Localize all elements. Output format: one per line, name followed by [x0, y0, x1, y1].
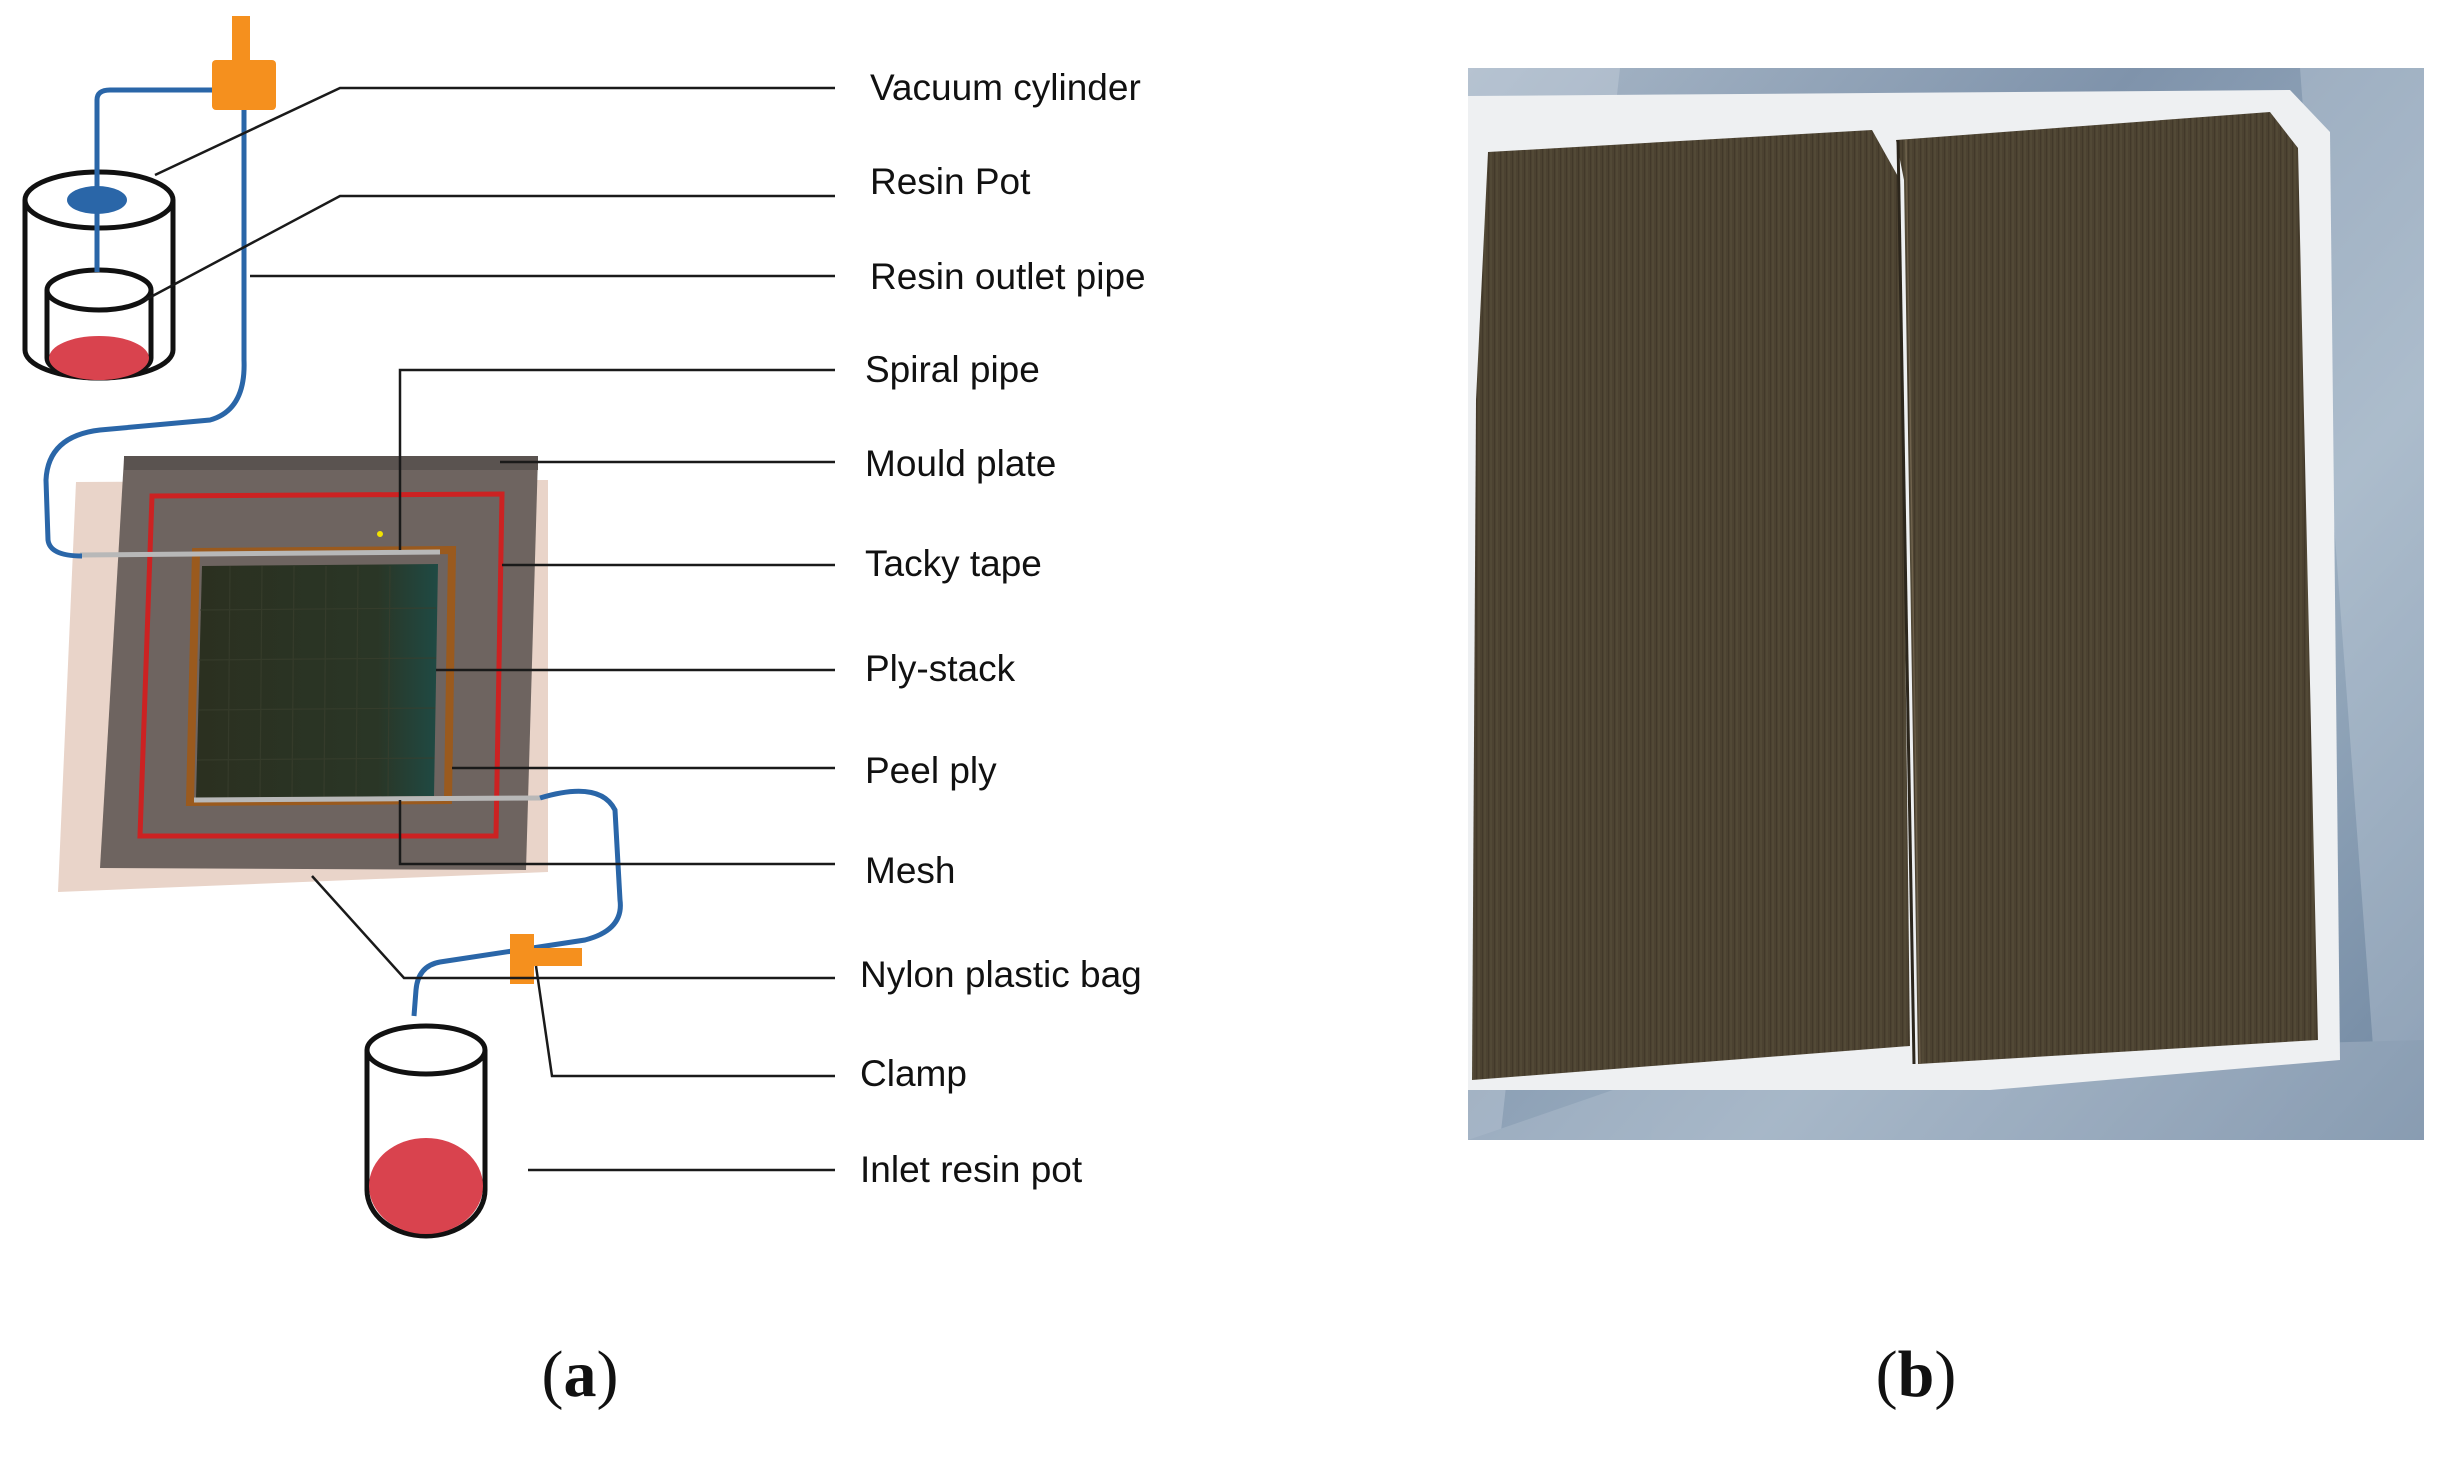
caption-a: (a) [542, 1338, 619, 1411]
resin-pot-resin [49, 336, 149, 380]
leader-nylon-plastic-bag [311, 875, 835, 980]
inlet-pipe [411, 788, 623, 1017]
ply-stack [196, 564, 438, 798]
label-vacuum-cylinder: Vacuum cylinder [870, 67, 1141, 108]
leader-mesh [398, 800, 835, 866]
composite-panel-right [1896, 112, 2318, 1064]
vacuum-cylinder-port [67, 186, 127, 214]
label-inlet-resin-pot: Inlet resin pot [860, 1149, 1083, 1190]
label-clamp: Clamp [860, 1053, 967, 1094]
mesh-bottom [193, 795, 541, 803]
label-nylon-plastic-bag: Nylon plastic bag [860, 954, 1142, 995]
tacky-tape [137, 491, 505, 839]
bottom-clamp [510, 934, 582, 984]
label-resin-outlet-pipe: Resin outlet pipe [870, 256, 1146, 297]
leader-clamp [534, 965, 835, 1078]
label-spiral-pipe: Spiral pipe [865, 349, 1040, 390]
label-mould-plate: Mould plate [865, 443, 1056, 484]
ply-stack-grid [196, 565, 437, 799]
label-tacky-tape: Tacky tape [865, 543, 1042, 584]
resin-pot [44, 267, 154, 381]
leader-spiral-pipe [398, 368, 835, 550]
leader-vacuum-cylinder [154, 86, 835, 177]
composite-panel-left [1472, 130, 1910, 1080]
caption-b: (b) [1876, 1338, 1957, 1411]
caption-a-letter: a [564, 1338, 597, 1411]
caption-b-letter: b [1898, 1338, 1935, 1411]
leader-lines [144, 86, 835, 1172]
panel-b-photo: (b) [1468, 68, 2424, 1411]
vacuum-pipe [94, 87, 234, 196]
panel-seam-highlight [1905, 139, 1921, 1065]
resin-outlet-pipe [43, 110, 247, 559]
label-ply-stack: Ply-stack [865, 648, 1016, 689]
mould-plate-top-edge [124, 456, 538, 470]
label-resin-pot: Resin Pot [870, 161, 1031, 202]
marker-dot [377, 531, 383, 537]
top-clamp [212, 16, 276, 110]
label-mesh: Mesh [865, 850, 955, 891]
inlet-resin [369, 1138, 483, 1234]
inlet-resin-pot [364, 1023, 488, 1239]
panel-seam [1896, 139, 1916, 1065]
leader-resin-pot [144, 194, 835, 302]
labels: Vacuum cylinder Resin Pot Resin outlet p… [860, 67, 1146, 1190]
panel-a-diagram: Vacuum cylinder Resin Pot Resin outlet p… [22, 16, 1146, 1411]
spiral-pipe-top [79, 549, 441, 558]
label-peel-ply: Peel ply [865, 750, 997, 791]
